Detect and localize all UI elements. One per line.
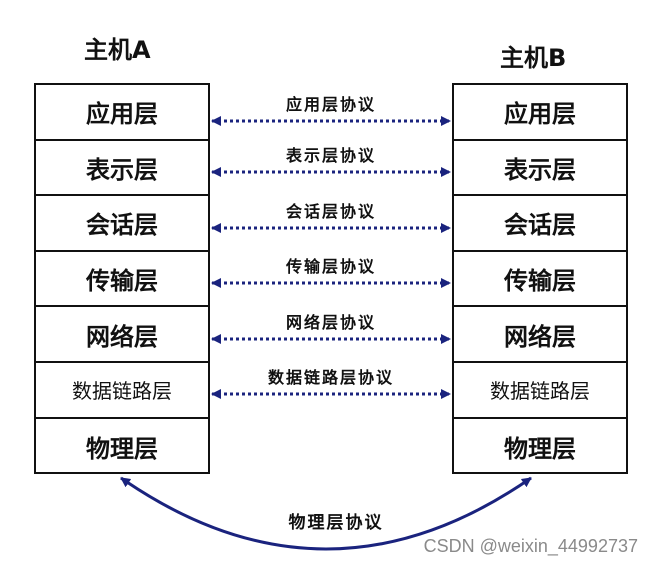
host-a-layer-presentation: 表示层 <box>36 141 208 197</box>
protocol-label-transport: 传输层协议 <box>285 257 376 276</box>
arrow-physical <box>120 476 532 551</box>
protocol-label-session: 会话层协议 <box>285 202 376 221</box>
host-b-layer-network: 网络层 <box>454 307 626 363</box>
watermark: CSDN @weixin_44992737 <box>423 536 638 556</box>
host-b-title: 主机B <box>500 44 567 72</box>
host-a-layer-application: 应用层 <box>36 85 208 141</box>
host-b-layer-transport: 传输层 <box>454 252 626 308</box>
host-b-stack: 应用层 表示层 会话层 传输层 网络层 数据链路层 物理层 <box>452 83 628 474</box>
host-b-layer-physical: 物理层 <box>504 434 576 463</box>
host-a-stack: 应用层 表示层 会话层 传输层 网络层 数据链路层 物理层 <box>34 83 210 474</box>
host-b-layer-data-link: 数据链路层 <box>454 363 626 419</box>
host-a-layer-session: 会话层 <box>36 196 208 252</box>
protocol-label-physical: 物理层协议 <box>288 513 384 533</box>
protocol-label-data-link: 数据链路层协议 <box>267 368 394 387</box>
protocol-label-presentation: 表示层协议 <box>285 146 376 165</box>
protocol-label-application: 应用层协议 <box>285 95 376 114</box>
host-a-layer-transport: 传输层 <box>36 252 208 308</box>
host-b-layer-session: 会话层 <box>454 196 626 252</box>
host-a-layer-data-link: 数据链路层 <box>36 363 208 419</box>
protocol-label-network: 网络层协议 <box>285 313 376 332</box>
host-b-layer-application: 应用层 <box>454 85 626 141</box>
host-b-layer-presentation: 表示层 <box>454 141 626 197</box>
host-a-layer-network: 网络层 <box>36 307 208 363</box>
host-a-layer-physical: 物理层 <box>86 434 158 463</box>
host-a-title: 主机A <box>84 36 151 64</box>
